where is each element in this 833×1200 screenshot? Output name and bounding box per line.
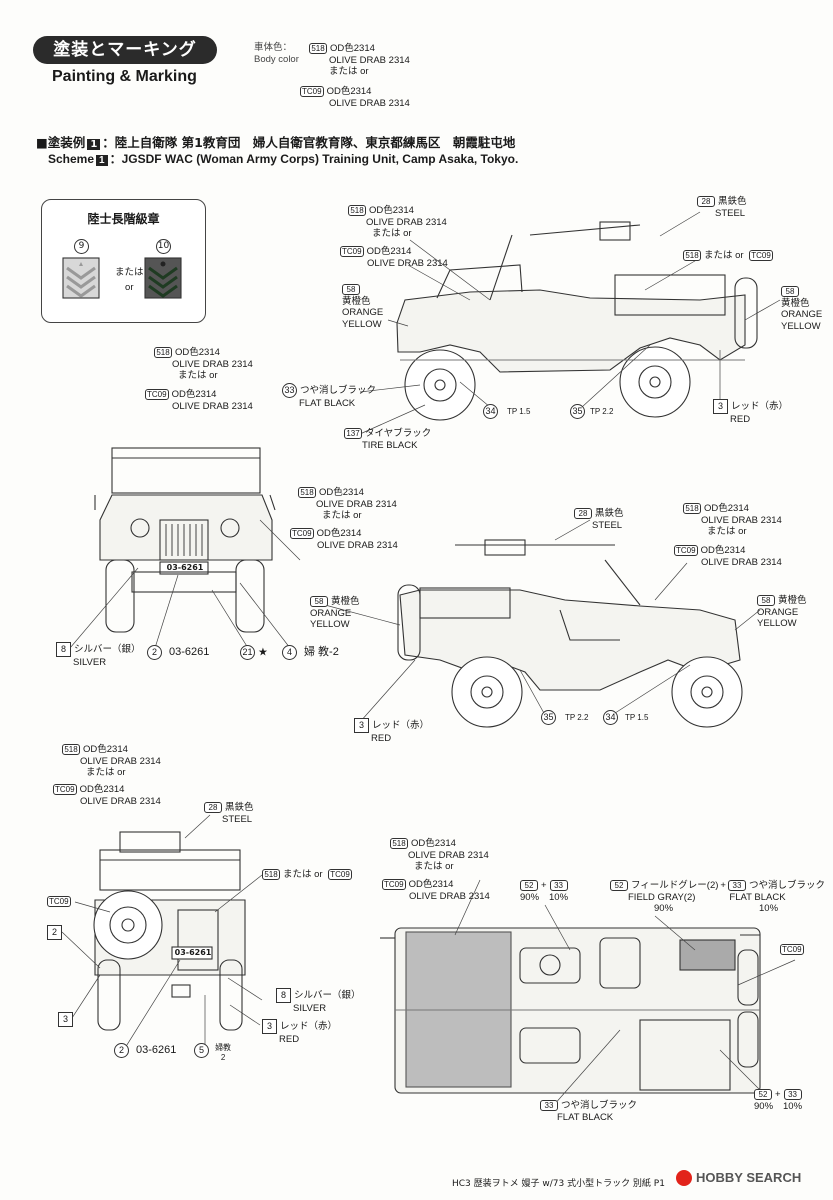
rv-tc-left-label: TC09 bbox=[47, 896, 71, 907]
rear-view-drawing bbox=[93, 831, 246, 1031]
rv-number-2-label: 2 bbox=[47, 925, 65, 940]
section-title-jp: 塗装とマーキング bbox=[33, 36, 217, 64]
rank-patch-silver bbox=[62, 257, 100, 299]
rv-license-plate: 03-6261 bbox=[174, 948, 212, 957]
rank-number-9: 9 bbox=[74, 239, 89, 254]
front-view-drawing bbox=[94, 447, 276, 633]
side-view-1-drawing bbox=[396, 221, 758, 421]
rank-number-10: 10 bbox=[156, 239, 171, 254]
watermark-brand: HOBBY SEARCH bbox=[696, 1170, 802, 1185]
rv-number-3-label: 3 bbox=[58, 1012, 76, 1027]
section-title-en: Painting & Marking bbox=[52, 68, 197, 85]
hobby-search-logo-icon bbox=[676, 1170, 692, 1186]
tv-mix-2-label: 52+33 90%10% bbox=[754, 1089, 803, 1112]
footer-caption: HC3 歴装ヲトメ 嫚子 w/73 式小型トラック 別紙 P1 bbox=[452, 1179, 665, 1189]
tv-mix-label: 52+33 90%10% bbox=[520, 880, 569, 903]
side-view-2-drawing bbox=[397, 539, 743, 728]
body-color-label: 車体色： Body color bbox=[254, 42, 299, 65]
top-view-drawing bbox=[380, 927, 761, 1094]
sv1-orange-label: 58 黄橙色 ORANGE YELLOW bbox=[342, 284, 384, 330]
fv-license-plate: 03-6261 bbox=[166, 563, 204, 572]
rank-patch-dark bbox=[144, 257, 182, 299]
tv-tc-right-label: TC09 bbox=[780, 944, 804, 955]
fv-star-label: 21★ bbox=[240, 645, 268, 660]
rank-insignia-title: 陸士長階級章 bbox=[87, 212, 160, 226]
sv1-orange-right-label: 58 黄橙色 ORANGE YELLOW bbox=[781, 286, 823, 332]
